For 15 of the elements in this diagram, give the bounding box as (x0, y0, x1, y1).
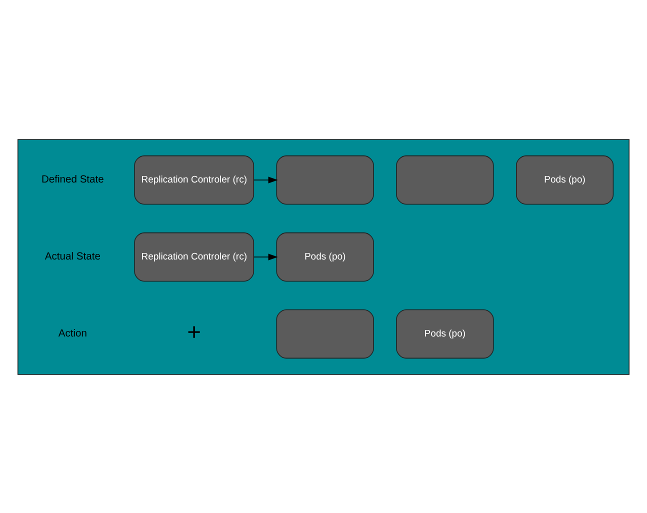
node-box: Pods (po) (276, 232, 374, 282)
node-box: Pods (po) (516, 154, 614, 204)
node-box (276, 308, 374, 358)
label: Action (58, 328, 87, 340)
node-box: Pods (po) (396, 308, 494, 358)
label: Defined State (41, 174, 104, 186)
node-box: Replication Controler (rc) (134, 232, 254, 282)
label: + (187, 318, 202, 346)
label: Actual State (44, 251, 100, 262)
node-box (276, 154, 374, 204)
arrow (254, 253, 278, 260)
cluster (18, 138, 630, 374)
node-box: Replication Controler (rc) (134, 154, 254, 204)
arrow (254, 176, 278, 183)
node-box (396, 154, 494, 204)
